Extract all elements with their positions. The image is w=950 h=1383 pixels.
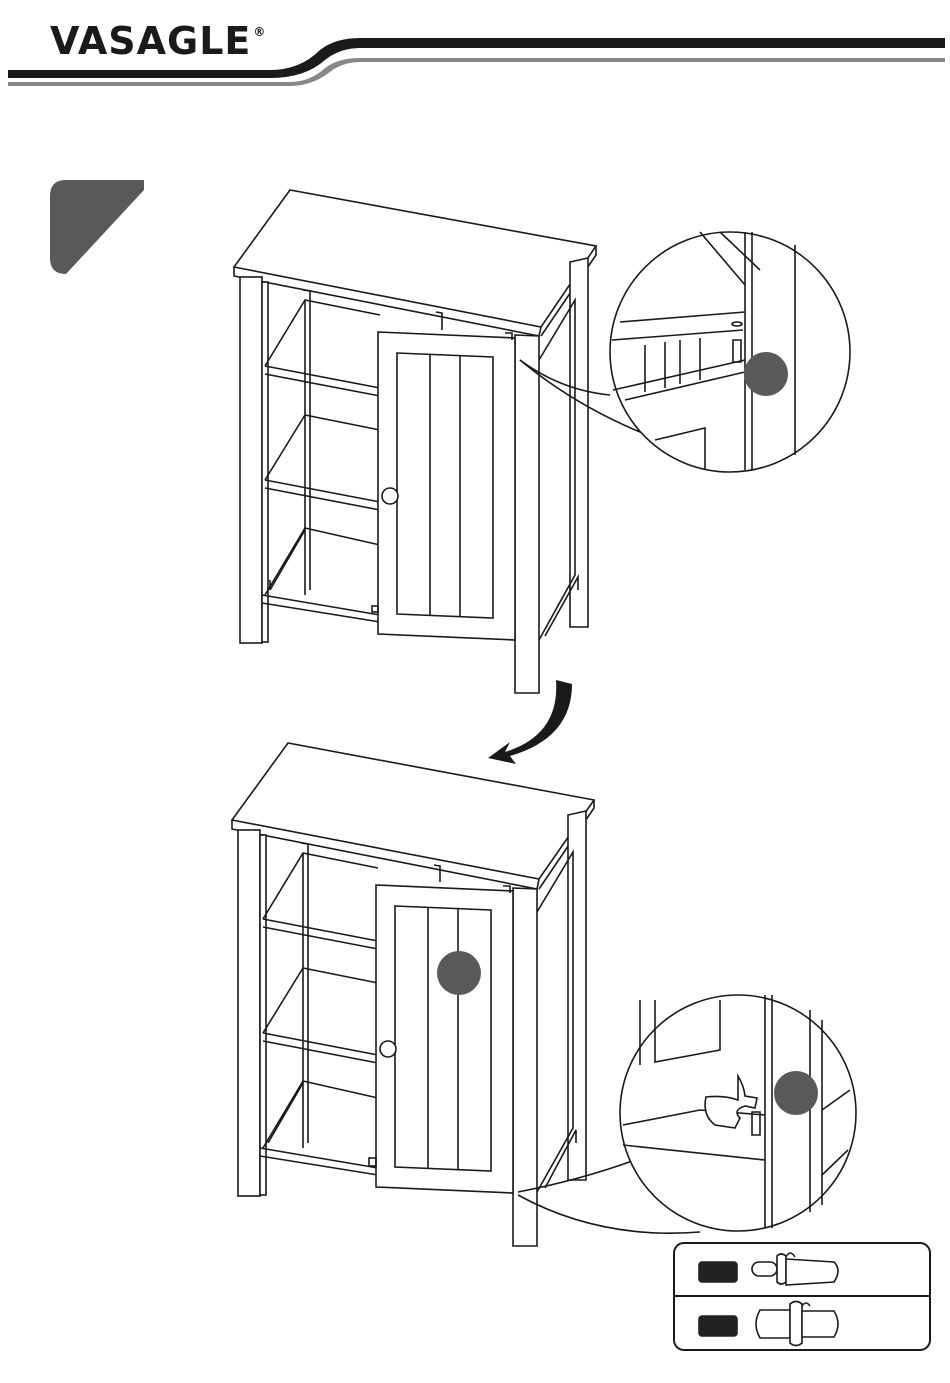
callout-dot-bottom xyxy=(774,1071,818,1115)
hardware-legend xyxy=(674,1243,930,1350)
callout-dot-door xyxy=(437,951,481,995)
header-swoosh xyxy=(8,38,945,86)
callout-dot-top xyxy=(744,352,788,396)
cabinet-top-view xyxy=(234,190,596,693)
step-badge xyxy=(50,180,144,274)
cabinet-bottom-view xyxy=(232,743,594,1246)
